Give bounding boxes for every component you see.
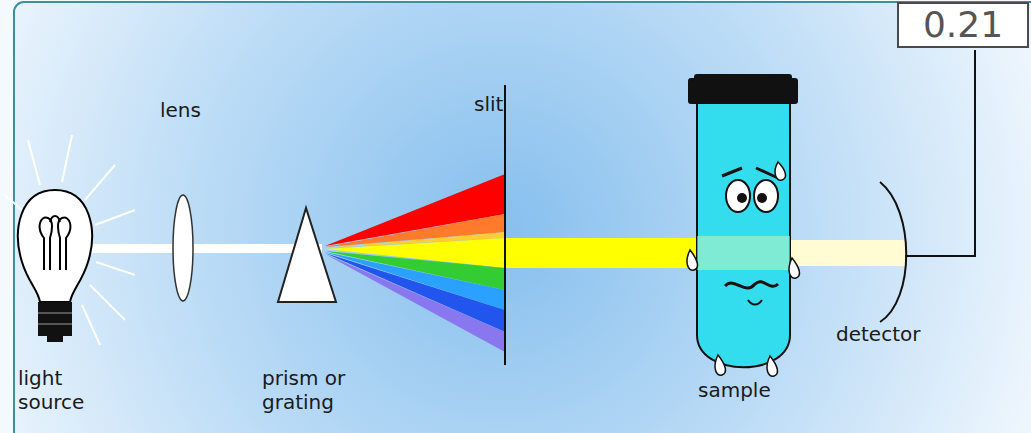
part-label: slit xyxy=(474,92,554,116)
readout-box: 0.21 xyxy=(897,2,1029,48)
part-label: sample xyxy=(698,378,818,402)
prism xyxy=(278,208,336,302)
label-text: sample xyxy=(698,378,771,402)
label-text: light source xyxy=(18,366,84,414)
label-text: lens xyxy=(160,98,201,122)
label-text: detector xyxy=(836,322,920,346)
part-label: prism or grating xyxy=(262,366,372,414)
part-label: light source xyxy=(18,366,98,414)
part-label: detector xyxy=(836,322,966,346)
sample-tube xyxy=(687,74,799,376)
light-bulb xyxy=(18,190,92,342)
selected-beam xyxy=(505,238,705,268)
detector xyxy=(880,182,906,322)
lens xyxy=(173,195,193,301)
part-label: lens xyxy=(160,98,280,122)
panel xyxy=(14,2,1031,433)
detector-wire xyxy=(905,50,975,256)
label-text: prism or grating xyxy=(262,366,345,414)
transmitted-beam xyxy=(785,240,905,266)
readout-value: 0.21 xyxy=(923,7,1003,43)
white-beam xyxy=(92,244,322,253)
light-rays xyxy=(5,135,135,345)
slit xyxy=(504,85,506,365)
spectrum xyxy=(325,174,505,352)
label-text: slit xyxy=(474,92,503,116)
